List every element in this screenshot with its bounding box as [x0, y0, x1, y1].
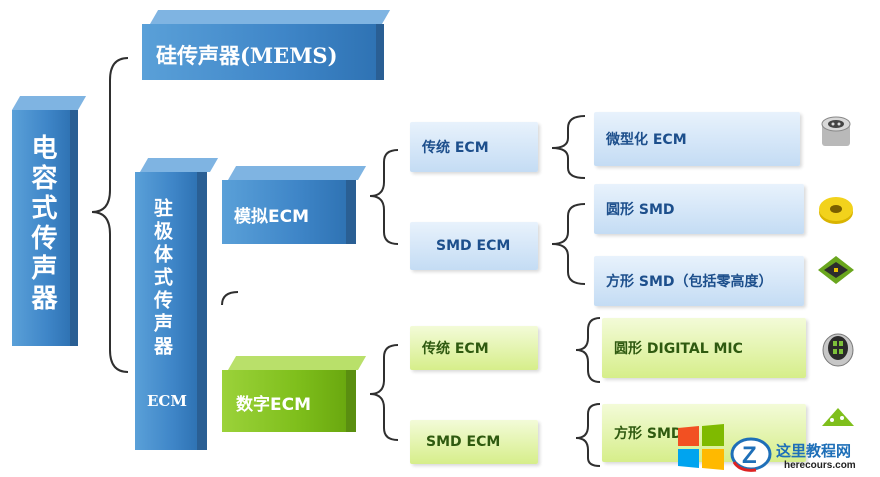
leaf-square-smd: 方形 SMD（包括零高度）	[594, 256, 804, 306]
root-box-top	[12, 96, 87, 110]
digital-box: 数字ECM	[222, 370, 346, 432]
svg-text:Z: Z	[742, 442, 757, 469]
watermark-url: herecours.com	[784, 460, 856, 471]
electret-box-top	[140, 158, 219, 172]
leaf-square-digital-smd-label: 方形 SMD	[614, 426, 683, 442]
leaf-round-digital-mic: 圆形 DIGITAL MIC	[602, 318, 806, 378]
electret-box: 驻极体式传声器 ECM	[135, 172, 197, 450]
square-digital-mic-icon	[822, 408, 854, 426]
leaf-miniature-ecm: 微型化 ECM	[594, 112, 800, 166]
digital-label: 数字ECM	[236, 395, 312, 415]
analog-traditional-ecm-label: 传统 ECM	[422, 140, 489, 156]
digital-smd-ecm-label: SMD ECM	[426, 434, 501, 450]
electret-label: 驻极体式传声器	[151, 198, 173, 359]
root-label: 电容式传声器	[27, 134, 57, 314]
analog-smd-ecm-label: SMD ECM	[436, 238, 511, 254]
electret-suffix: ECM	[147, 392, 187, 410]
leaf-miniature-ecm-label: 微型化 ECM	[606, 132, 687, 148]
mems-label: 硅传声器(MEMS)	[156, 43, 338, 68]
leaf-square-smd-label: 方形 SMD（包括零高度）	[606, 274, 773, 290]
square-smd-mic-icon	[818, 256, 854, 284]
digital-smd-ecm: SMD ECM	[410, 420, 538, 464]
mems-box: 硅传声器(MEMS)	[142, 24, 376, 80]
watermark-site-name: 这里教程网	[776, 442, 852, 460]
root-box: 电容式传声器	[12, 110, 70, 346]
digital-traditional-ecm: 传统 ECM	[410, 326, 538, 370]
analog-box-top	[228, 166, 367, 180]
analog-traditional-ecm: 传统 ECM	[410, 122, 538, 172]
leaf-round-digital-mic-label: 圆形 DIGITAL MIC	[614, 341, 743, 357]
digital-traditional-ecm-label: 传统 ECM	[422, 341, 489, 357]
round-smd-mic-icon	[819, 197, 853, 224]
analog-smd-ecm: SMD ECM	[410, 222, 538, 270]
mems-box-top	[150, 10, 391, 24]
capsule-mic-icon	[821, 116, 851, 146]
site-logo-icon: Z	[730, 437, 772, 472]
windows-logo-icon	[678, 424, 724, 470]
digital-mic-icon	[822, 333, 854, 367]
leaf-round-smd: 圆形 SMD	[594, 184, 804, 234]
analog-label: 模拟ECM	[234, 207, 310, 227]
analog-box: 模拟ECM	[222, 180, 346, 244]
leaf-round-smd-label: 圆形 SMD	[606, 202, 675, 218]
digital-box-top	[228, 356, 367, 370]
